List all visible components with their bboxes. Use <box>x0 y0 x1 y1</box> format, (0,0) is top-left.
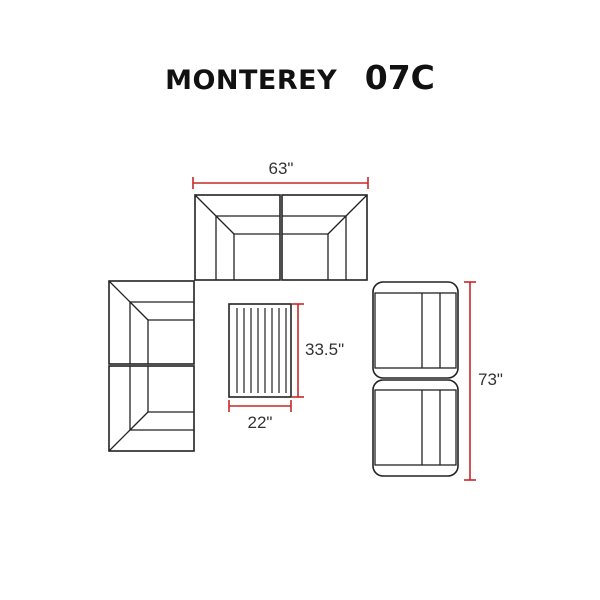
table-width-label: 22" <box>248 413 273 432</box>
top-width-label: 63" <box>269 159 294 178</box>
left-top-corner-seat <box>108 280 195 365</box>
table-depth-label: 33.5" <box>305 340 344 359</box>
right-bottom-chair <box>372 379 459 477</box>
coffee-table <box>228 303 292 398</box>
top-right-corner-seat <box>281 194 368 281</box>
right-length-label: 73" <box>478 370 503 389</box>
top-left-corner-seat <box>194 194 281 281</box>
table-width-dimension: 22" <box>228 400 292 432</box>
top-width-dimension: 63" <box>192 159 369 189</box>
right-top-chair <box>372 281 459 379</box>
left-bottom-corner-seat <box>108 365 195 452</box>
diagram-title: MONTEREY 07C <box>0 58 600 97</box>
product-model: 07C <box>364 58 435 97</box>
table-depth-dimension: 33.5" <box>292 303 344 398</box>
product-name: MONTEREY <box>165 65 338 96</box>
right-length-dimension: 73" <box>464 281 503 481</box>
